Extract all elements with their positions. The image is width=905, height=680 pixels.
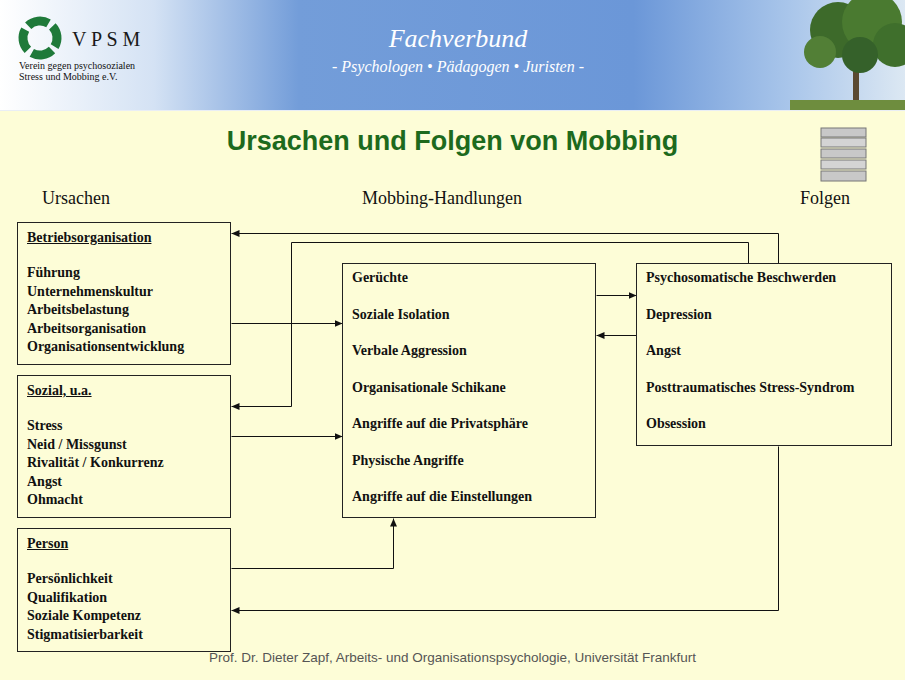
- banner-edge: [0, 110, 905, 111]
- box-item: Organisationale Schikane: [352, 379, 506, 397]
- box-item: Depression: [646, 306, 712, 324]
- diagram-title: Ursachen und Folgen von Mobbing: [0, 124, 905, 158]
- box-item: Obsession: [646, 415, 706, 433]
- connector-arrow: [232, 234, 779, 264]
- action-box: GerüchteSoziale IsolationVerbale Aggress…: [342, 263, 596, 518]
- box-item: Gerüchte: [352, 269, 408, 287]
- cause-box: Sozial, u.a. StressNeid / MissgunstRivali…: [17, 375, 231, 518]
- icon-bar: [821, 160, 866, 169]
- box-item: Soziale Isolation: [352, 306, 450, 324]
- icon-bar: [821, 128, 866, 137]
- banner-subheading: - Psychologen • Pädagogen • Juristen -: [250, 57, 666, 77]
- box-item: Unternehmenskultur: [27, 283, 153, 301]
- box-item: Qualifikation: [27, 589, 107, 607]
- box-item: Psychosomatische Beschwerden: [646, 269, 836, 287]
- icon-bar: [821, 149, 866, 158]
- tree-crown: [873, 23, 905, 67]
- box-heading: Person: [27, 535, 68, 553]
- connector-arrow: [597, 295, 637, 296]
- logo-ring-segments: [16, 14, 64, 62]
- meadow: [790, 100, 905, 110]
- column-header: Ursachen: [42, 187, 192, 209]
- icon-bar: [821, 138, 866, 147]
- stack-icon: [821, 128, 866, 181]
- box-heading: Betriebsorganisation: [27, 229, 151, 247]
- cause-box: BetriebsorganisationFührungUnternehmensk…: [17, 222, 231, 365]
- box-heading: Sozial, u.a.: [27, 382, 92, 400]
- logo-ring: [16, 14, 64, 62]
- box-item: Posttraumatisches Stress-Syndrom: [646, 379, 854, 397]
- column-header: Folgen: [800, 187, 890, 209]
- box-item: Angriffe auf die Einstellungen: [352, 488, 532, 506]
- association-name: Verein gegen psychosozialen Stress und M…: [19, 60, 159, 82]
- box-item: Stress: [27, 417, 63, 435]
- box-item: Ohmacht: [27, 491, 83, 509]
- box-item: Verbale Aggression: [352, 342, 467, 360]
- icon-bar: [821, 171, 866, 181]
- connector-arrow: [232, 436, 343, 437]
- column-header: Mobbing-Handlungen: [362, 187, 602, 209]
- box-item: Soziale Kompetenz: [27, 607, 141, 625]
- banner-heading: Fachverbund: [300, 24, 616, 54]
- tree-crown: [804, 36, 836, 68]
- connector-arrow: [232, 519, 394, 569]
- tree-crown: [842, 37, 878, 73]
- consequence-box: Psychosomatische BeschwerdenDepressionAn…: [636, 263, 892, 446]
- banner-ground: [0, 0, 905, 110]
- box-item: Persönlichkeit: [27, 570, 113, 588]
- box-item: Angst: [27, 473, 62, 491]
- box-item: Rivalität / Konkurrenz: [27, 454, 164, 472]
- connector-arrow: [232, 323, 343, 324]
- logo-name: V P S M: [72, 27, 192, 51]
- box-item: Arbeitsorganisation: [27, 320, 146, 338]
- box-item: Stigmatisierbarkeit: [27, 626, 143, 644]
- box-item: Organisationsentwicklung: [27, 338, 184, 356]
- box-item: Angriffe auf die Privatsphäre: [352, 415, 528, 433]
- box-item: Physische Angriffe: [352, 452, 464, 470]
- tree-picture: [790, 0, 905, 110]
- box-item: Arbeitsbelastung: [27, 301, 129, 319]
- cause-box: PersonPersönlichkeitQualifikationSoziale…: [17, 528, 231, 652]
- connector-arrow: [597, 335, 637, 336]
- box-item: Führung: [27, 264, 80, 282]
- box-item: Neid / Missgunst: [27, 436, 127, 454]
- box-item: Angst: [646, 342, 681, 360]
